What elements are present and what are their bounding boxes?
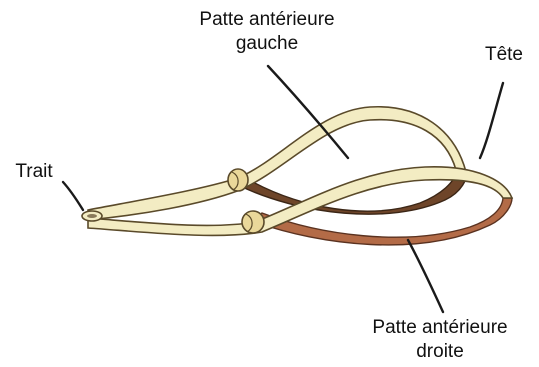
label-left-foreleg: Patte antérieure gauche <box>160 8 374 56</box>
leader-head <box>480 83 503 158</box>
leader-trait <box>63 182 83 210</box>
label-trait-text: Trait <box>6 160 62 184</box>
label-right-foreleg: Patte antérieure droite <box>345 316 535 364</box>
lower-knot <box>242 211 264 233</box>
upper-knot <box>228 169 248 191</box>
label-head: Tête <box>474 43 534 67</box>
left-foreleg-strap <box>88 107 466 220</box>
label-right-foreleg-line1: Patte antérieure <box>345 316 535 340</box>
label-left-foreleg-line1: Patte antérieure <box>160 8 374 32</box>
label-head-text: Tête <box>474 43 534 67</box>
label-right-foreleg-line2: droite <box>345 340 535 364</box>
label-left-foreleg-line2: gauche <box>160 32 374 56</box>
label-trait: Trait <box>6 160 62 184</box>
trait-loop-hole <box>87 214 97 218</box>
leader-right-foreleg <box>408 240 443 312</box>
